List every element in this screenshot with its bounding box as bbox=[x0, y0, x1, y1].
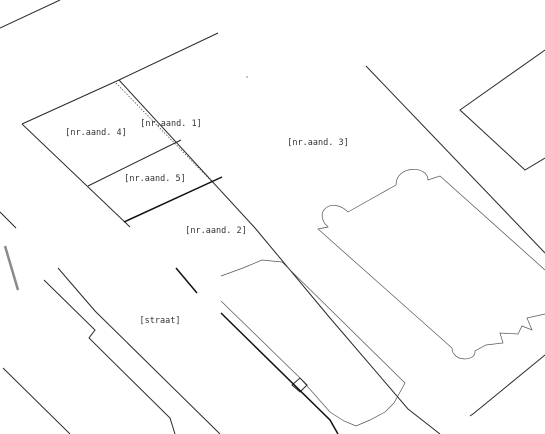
parcel-boundary-top bbox=[0, 0, 61, 29]
street-boundary-kink bbox=[43, 279, 176, 434]
parcel-label-nr2: [nr.aand. 2] bbox=[185, 226, 247, 236]
parcel-boundary-upper bbox=[118, 32, 219, 81]
parcel-label-nr3: [nr.aand. 3] bbox=[287, 138, 349, 148]
street-boundary-inner bbox=[220, 312, 339, 434]
building-annex bbox=[291, 377, 308, 393]
parcel-boundary-nr4 bbox=[21, 79, 120, 125]
parcel-boundary-main bbox=[118, 79, 441, 434]
parcel-boundary-right-upper bbox=[365, 65, 545, 254]
building-outline-upper-right bbox=[459, 49, 545, 171]
street-label: [straat] bbox=[139, 316, 181, 326]
parcel-boundary-right-lower bbox=[469, 354, 545, 417]
parcel-boundary-main-inner bbox=[115, 82, 223, 193]
parcel-label-nr4: [nr.aand. 4] bbox=[65, 128, 127, 138]
parcel-boundary-left bbox=[21, 123, 131, 228]
building-outline-nr3 bbox=[317, 168, 545, 360]
parcel-boundary-nr4-nr5 bbox=[87, 139, 182, 187]
grey-marker bbox=[3, 245, 20, 291]
parcel-label-nr1: [nr.aand. 1] bbox=[140, 119, 202, 129]
street-boundary-outer bbox=[2, 367, 71, 434]
parcel-label-nr5: [nr.aand. 5] bbox=[124, 174, 186, 184]
parcel-boundary-nr5-nr2 bbox=[123, 176, 223, 223]
street-boundary-long bbox=[57, 267, 221, 434]
building-outline-street bbox=[220, 259, 406, 427]
street-boundary-edge bbox=[0, 211, 17, 229]
street-boundary-short bbox=[175, 267, 198, 294]
